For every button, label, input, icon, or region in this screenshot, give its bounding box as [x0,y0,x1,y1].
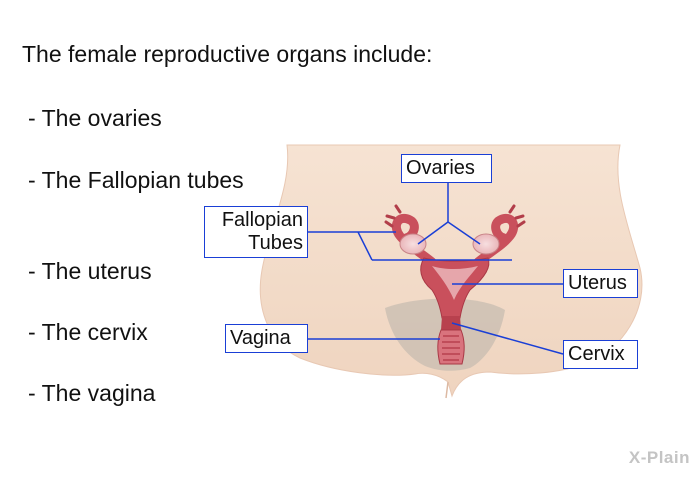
label-fallopian-line2: Tubes [248,232,303,254]
label-fallopian-line1: Fallopian [221,209,303,231]
label-vagina: Vagina [225,324,308,353]
intro-heading: The female reproductive organs include: [22,41,433,67]
label-ovaries: Ovaries [401,154,492,183]
anatomy-illustration [259,144,643,399]
cervix-shape [441,316,461,330]
list-item: - The cervix [28,319,148,345]
list-item: - The ovaries [28,105,162,131]
label-uterus: Uterus [563,269,638,298]
ovary-right [472,233,500,255]
leader-lines [308,183,564,355]
list-item: - The vagina [28,380,156,406]
label-fallopian-tubes: Fallopian Tubes [204,206,308,258]
ovary-left [399,233,427,255]
xplain-logo: X-Plain [628,448,690,467]
list-item: - The uterus [28,258,152,284]
label-cervix: Cervix [563,340,638,369]
list-item: - The Fallopian tubes [28,167,244,193]
vagina-shape [437,329,465,365]
